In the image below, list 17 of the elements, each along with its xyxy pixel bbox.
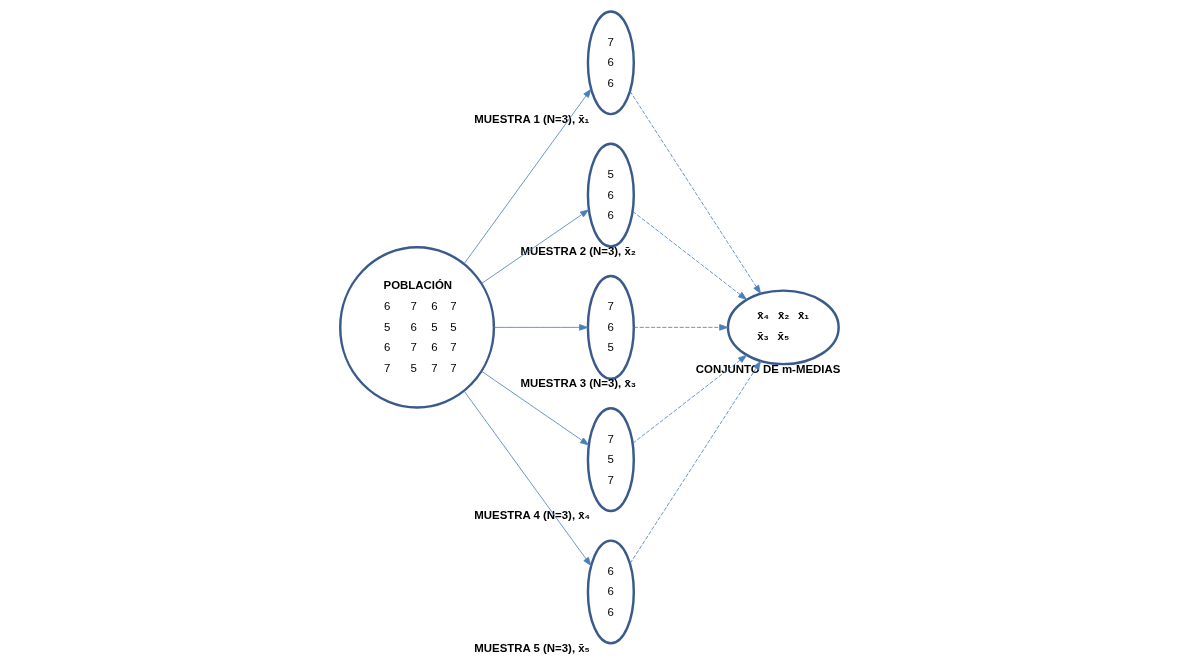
arrow: [463, 88, 592, 265]
arrow: [629, 360, 762, 564]
arrow: [481, 209, 590, 284]
node-circle: POBLACIÓN 6 7 6 7 5 6 5 5 6 7 6 7 7 5 7 7: [339, 246, 496, 409]
node-ellipse: 7 6 5: [586, 274, 635, 380]
arrow: [463, 390, 592, 566]
node-ellipse: 5 6 6: [586, 142, 635, 248]
arrow: [633, 324, 729, 331]
node-label: MUESTRA 3 (N=3), x̄₃: [520, 377, 637, 390]
node-ellipse: 7 5 7: [586, 407, 635, 513]
arrow: [632, 211, 747, 300]
arrow: [481, 370, 590, 446]
node-ellipse: 6 6 6: [586, 539, 635, 645]
arrow: [629, 90, 762, 294]
node-ellipse: 7 6 6: [586, 10, 635, 116]
arrow: [493, 324, 589, 331]
arrow: [632, 354, 747, 444]
